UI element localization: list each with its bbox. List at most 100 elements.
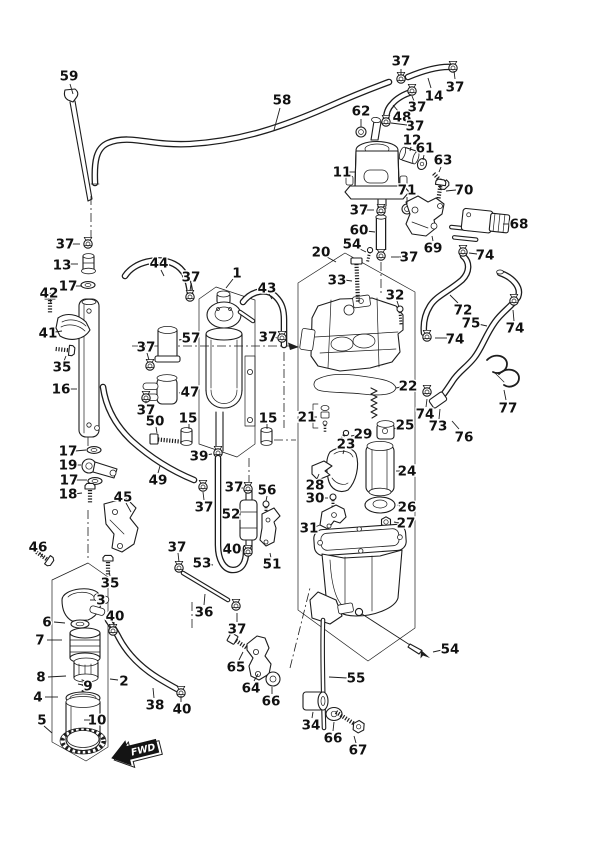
leader-54-79 <box>432 649 443 653</box>
callout-43: 43 <box>258 281 277 297</box>
callout-69: 69 <box>424 241 443 257</box>
callout-2: 2 <box>119 674 128 690</box>
washer-61 <box>416 157 428 171</box>
link-19 <box>81 458 118 479</box>
leader-37-30 <box>189 283 192 292</box>
hose-43 <box>239 288 288 349</box>
callout-52: 52 <box>222 507 241 523</box>
callout-67: 67 <box>349 743 368 759</box>
callout-37: 37 <box>400 250 419 266</box>
lock-ring-5 <box>59 727 107 755</box>
leader-41-33 <box>54 330 63 333</box>
screw-30 <box>329 493 337 509</box>
leader-44-29 <box>160 269 165 277</box>
leader-28-97 <box>316 473 320 480</box>
washer-66b <box>325 706 343 722</box>
reservoir <box>309 523 411 646</box>
fwd-marker: FWD <box>111 738 163 769</box>
leader-60-17 <box>365 230 376 233</box>
leader-20-21 <box>326 256 337 263</box>
leader-63-11 <box>438 166 442 173</box>
leader-lines <box>39 69 515 744</box>
separator-body <box>299 294 404 372</box>
callout-30: 30 <box>306 491 325 507</box>
leader-14-4 <box>427 77 432 89</box>
damper-34 <box>302 691 329 711</box>
callout-73: 73 <box>429 419 448 435</box>
callout-31: 31 <box>300 521 319 537</box>
leader-22-91 <box>395 386 402 389</box>
callout-61: 61 <box>416 141 435 157</box>
leader-73-89 <box>438 408 441 420</box>
callout-24: 24 <box>398 464 417 480</box>
callout-74: 74 <box>506 321 525 337</box>
leader-74-20 <box>468 252 478 255</box>
callout-37: 37 <box>137 403 156 419</box>
leader-18-48 <box>73 492 83 495</box>
bolt-67 <box>334 710 365 734</box>
leader-40-55 <box>237 549 243 552</box>
leader-2-67 <box>109 678 119 681</box>
leader-74-88 <box>425 398 428 408</box>
callout-37: 37 <box>182 270 201 286</box>
leader-27-100 <box>393 521 400 524</box>
leader-76-90 <box>451 420 460 430</box>
fwd-arrow <box>111 738 160 766</box>
callout-62: 62 <box>352 104 371 120</box>
pump-cap-25 <box>376 420 395 440</box>
sensor-68 <box>449 207 511 242</box>
leader-5-69 <box>43 725 53 734</box>
callout-37: 37 <box>168 540 187 556</box>
hose-clip-77 <box>486 354 520 388</box>
callout-65: 65 <box>227 660 246 676</box>
leader-48-6 <box>392 104 399 112</box>
callout-13: 13 <box>53 258 72 274</box>
needle-valve-21 <box>312 403 330 432</box>
leader-12-9 <box>409 146 412 152</box>
hose-14 <box>404 63 456 81</box>
grommet-26 <box>364 496 396 514</box>
callout-75: 75 <box>462 316 481 332</box>
callout-56: 56 <box>258 483 277 499</box>
leader-74-85 <box>512 309 515 322</box>
hose-53 <box>214 454 250 574</box>
callout-37: 37 <box>228 622 247 638</box>
callout-25: 25 <box>396 418 415 434</box>
screw-29 <box>338 429 350 442</box>
panel-1 <box>198 286 256 458</box>
leader-35-36 <box>63 355 67 362</box>
callout-1: 1 <box>232 266 241 282</box>
callout-46: 46 <box>29 540 48 556</box>
callout-34: 34 <box>302 718 321 734</box>
callout-39: 39 <box>190 449 209 465</box>
leader-66-81 <box>332 721 335 732</box>
hose-44 <box>121 257 194 298</box>
callout-37: 37 <box>225 480 244 496</box>
callout-37: 37 <box>259 330 278 346</box>
callout-60: 60 <box>350 223 369 239</box>
leader-39-44 <box>205 453 213 456</box>
callout-19: 19 <box>59 458 78 474</box>
cable-tie-59 <box>63 88 93 202</box>
leader-26-99 <box>396 504 401 507</box>
bracket-64 <box>246 635 272 681</box>
callout-26: 26 <box>398 500 417 516</box>
leader-33-23 <box>343 279 353 282</box>
fitting-15-left <box>180 427 193 446</box>
leader-32-24 <box>396 300 400 308</box>
callout-40: 40 <box>106 609 125 625</box>
callout-41: 41 <box>39 326 58 342</box>
callout-76: 76 <box>455 430 474 446</box>
pin-54 <box>407 643 430 659</box>
callout-74: 74 <box>446 332 465 348</box>
leader-38-71 <box>152 687 155 699</box>
callout-5: 5 <box>37 713 46 729</box>
callout-37: 37 <box>56 237 75 253</box>
leader-56-53 <box>265 495 268 502</box>
tube-60 <box>375 214 387 250</box>
leader-43-32 <box>268 293 273 300</box>
callout-54: 54 <box>441 642 460 658</box>
callout-55: 55 <box>347 671 366 687</box>
callout-14: 14 <box>425 89 444 105</box>
